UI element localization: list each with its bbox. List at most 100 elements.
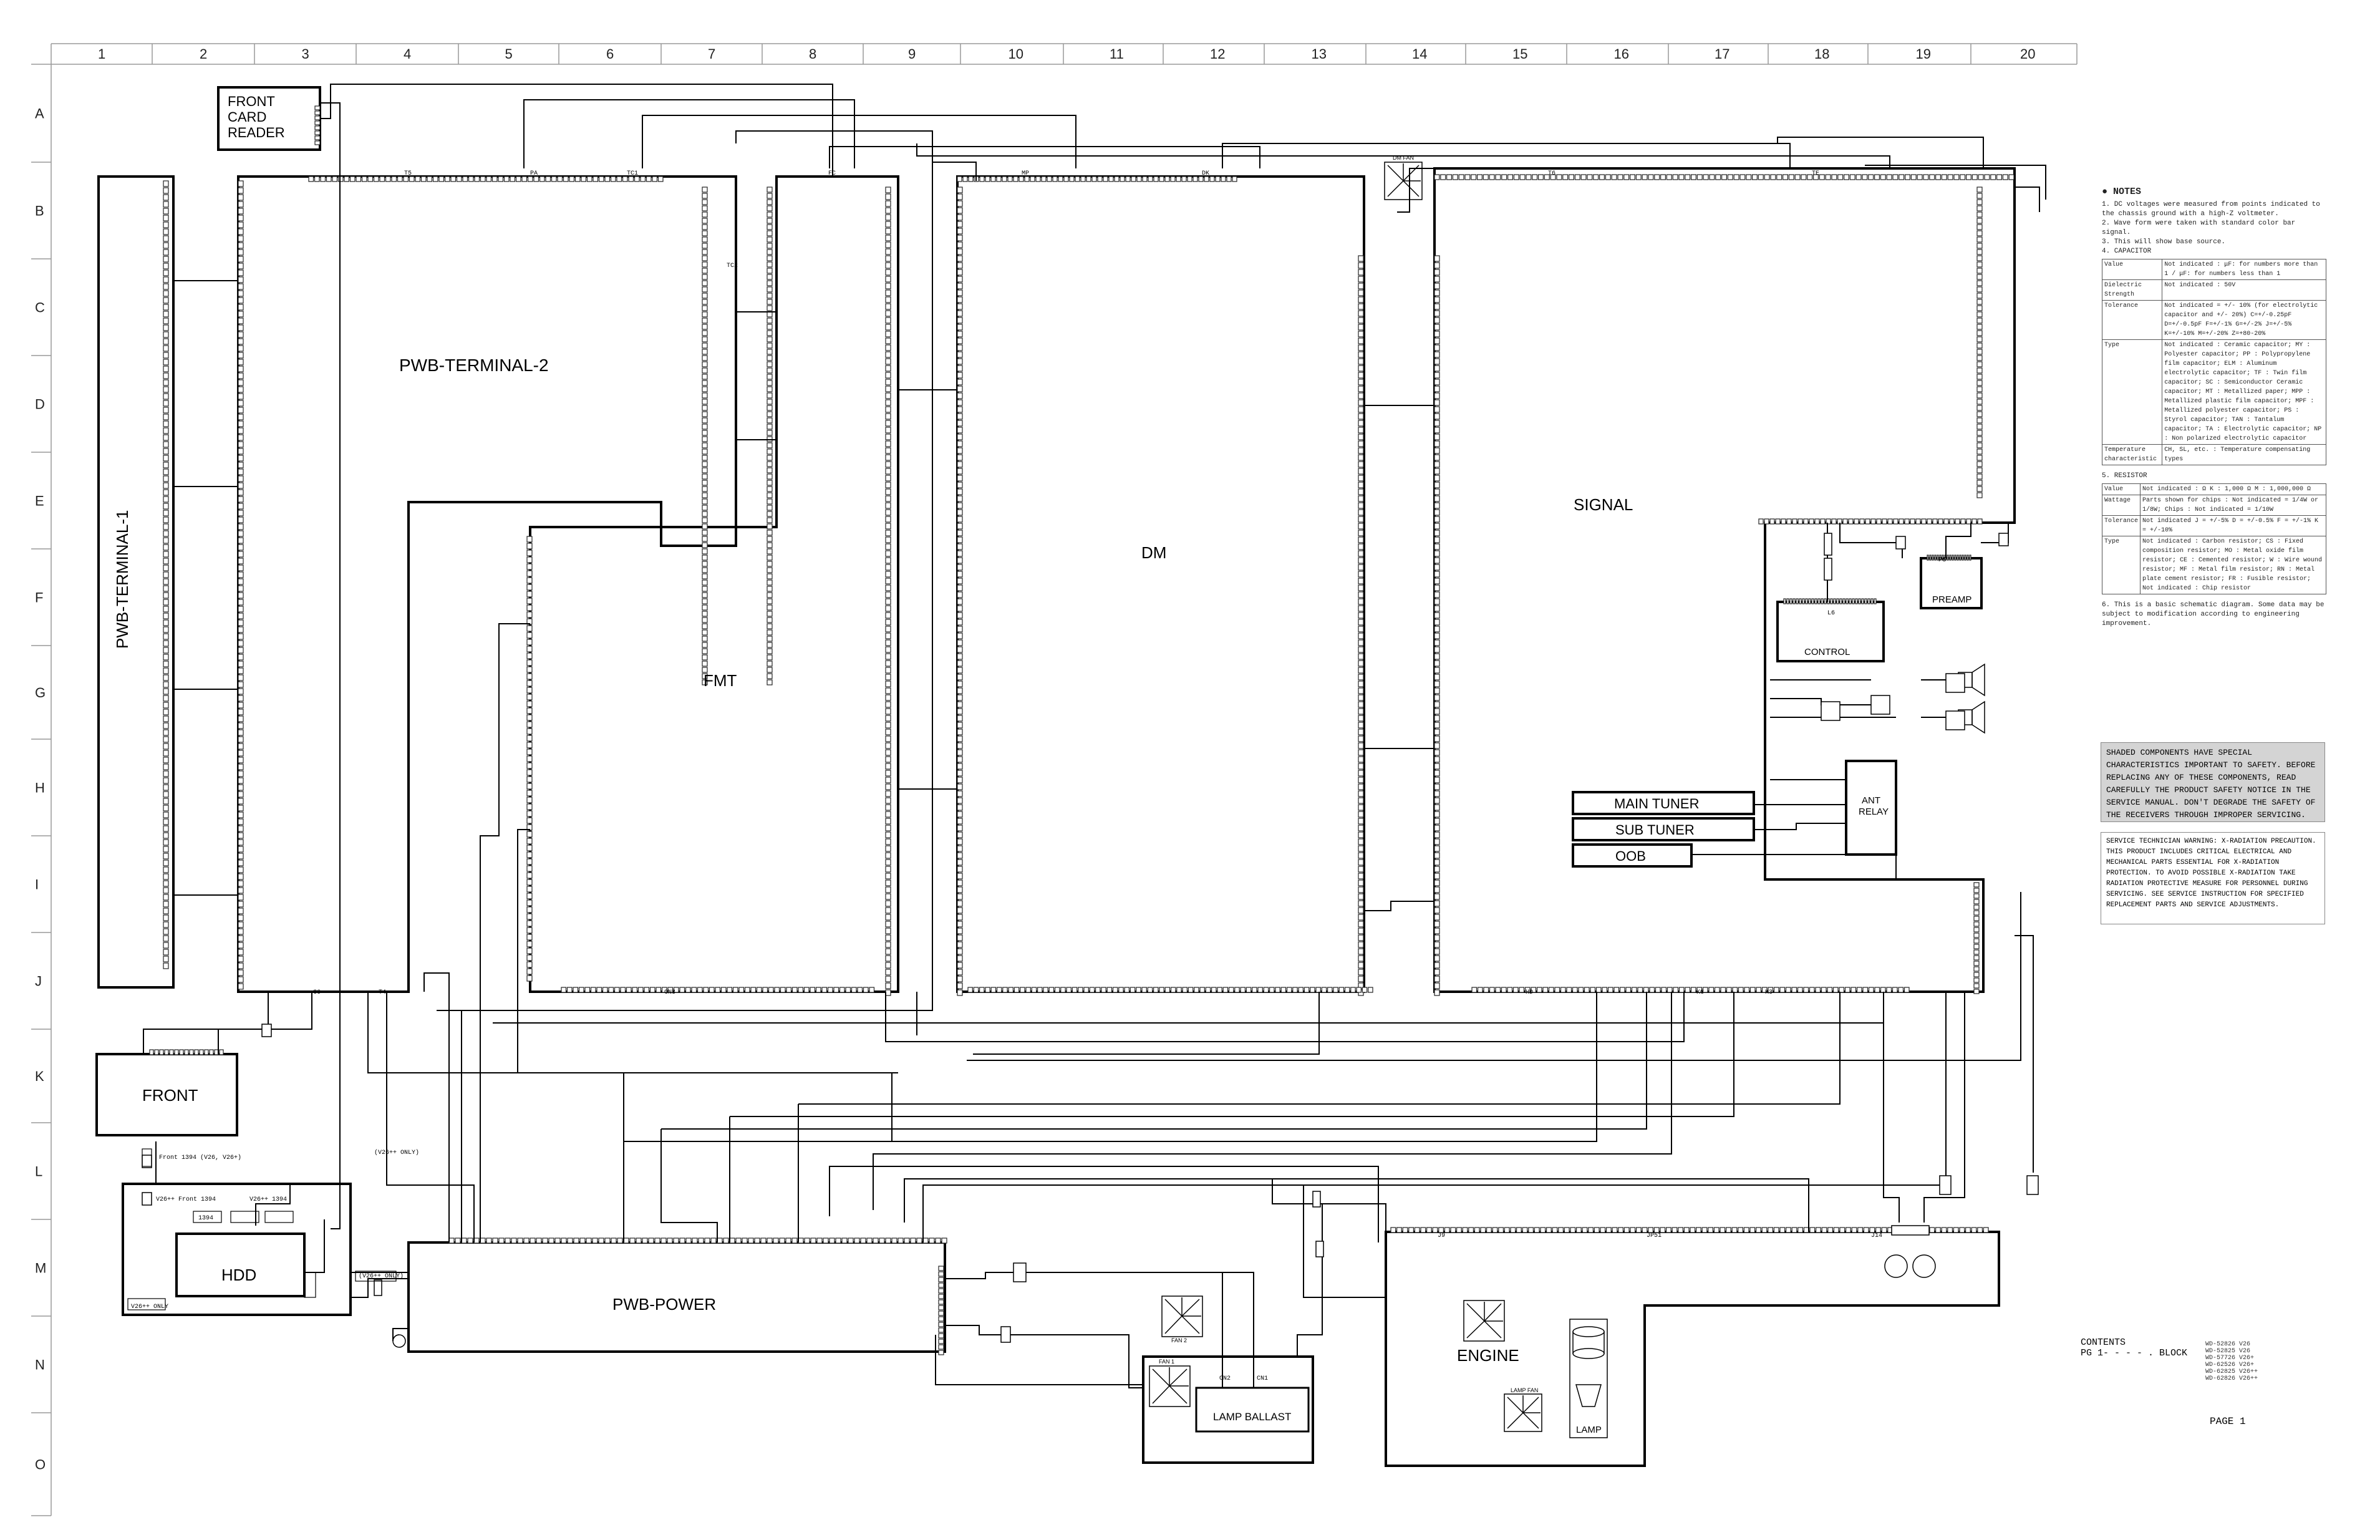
model-entry: WD-52825 V26 — [2205, 1348, 2251, 1355]
connector-pin — [498, 1237, 505, 1244]
connector-pin — [1937, 554, 1939, 561]
connector-pin — [1783, 598, 1786, 604]
connector-pin — [238, 654, 244, 661]
connector-pin — [885, 331, 891, 337]
hdd-front-1394-label: Front 1394 (V26, V26+) — [159, 1154, 241, 1161]
connector-pin — [702, 542, 708, 548]
connector-pin — [1434, 584, 1440, 591]
connector-pin — [620, 987, 626, 993]
grid-row-label: N — [35, 1357, 45, 1373]
connector-pin — [561, 1237, 567, 1244]
connector-pin — [163, 853, 169, 860]
connector-pin — [1358, 632, 1364, 639]
connector-pin — [1358, 969, 1364, 976]
connector-pin — [1612, 1227, 1618, 1233]
connector-pin — [1358, 694, 1364, 701]
connector-pin — [1434, 351, 1440, 358]
conn-tc1: TC1 — [627, 170, 638, 177]
connector-pin — [1124, 987, 1130, 993]
connector-pin — [1797, 987, 1803, 993]
connector-pin — [885, 989, 891, 996]
capacitor-cell: Not indicated : Ceramic capacitor; MY : … — [2162, 339, 2326, 445]
connector-pin — [209, 1049, 214, 1055]
connector-pin — [657, 176, 664, 182]
connector-pin — [957, 427, 963, 433]
connector-pin — [163, 475, 169, 482]
connector-pin — [767, 186, 773, 193]
connector-pin — [1816, 1227, 1821, 1233]
connector-pin — [702, 317, 708, 324]
connector-pin — [590, 987, 596, 993]
connector-pin — [673, 987, 679, 993]
connector-pin — [1358, 886, 1364, 893]
connector-pin — [163, 311, 169, 317]
connector-pin — [804, 1237, 810, 1244]
connector-pin — [238, 887, 244, 894]
connector-pin — [238, 914, 244, 921]
connector-pin — [163, 304, 169, 311]
connector-pin — [938, 1282, 944, 1288]
connector-pin — [163, 743, 169, 750]
connector-pin — [238, 832, 244, 839]
connector-pin — [767, 224, 773, 230]
grid-col-label: 4 — [404, 46, 411, 62]
connector-pin — [767, 505, 773, 511]
connector-pin — [1108, 176, 1114, 182]
connector-pin — [238, 894, 244, 901]
connector-pin — [1434, 440, 1440, 447]
connector-pin — [238, 338, 244, 345]
connector-pin — [767, 592, 773, 598]
grid-frame — [31, 43, 2077, 1516]
connector-pin — [1434, 770, 1440, 777]
connector-pin — [702, 417, 708, 424]
connector-pin — [526, 899, 533, 906]
connector-pin — [163, 935, 169, 942]
connector-pin — [1358, 866, 1364, 873]
connector-pin — [1434, 831, 1440, 838]
connector-pin — [1623, 174, 1630, 180]
connector-pin — [1136, 987, 1141, 993]
connector-pin — [1904, 987, 1910, 993]
connector-pin — [702, 324, 708, 330]
connector-pin — [1761, 987, 1768, 993]
connector-pin — [885, 907, 891, 914]
connector-pin — [1976, 268, 1983, 274]
connector-pin — [957, 976, 963, 982]
connector-pin — [885, 722, 891, 729]
connector-pin — [885, 756, 891, 763]
connector-pin — [526, 742, 533, 748]
connector-pin — [885, 893, 891, 900]
connector-pin — [697, 987, 703, 993]
hdd-only-a-label: (V26++ ONLY) — [374, 1149, 419, 1156]
connector-pin — [1566, 987, 1572, 993]
connector-pin — [163, 715, 169, 722]
connector-pin — [526, 543, 533, 550]
grid-col-label: 5 — [505, 46, 513, 62]
connector-pin — [238, 530, 244, 537]
connector-pin — [1618, 1227, 1624, 1233]
connector-pin — [767, 442, 773, 448]
connector-pin — [163, 331, 169, 338]
connector-pin — [957, 241, 963, 248]
connector-pin — [1868, 174, 1874, 180]
connector-pin — [767, 236, 773, 243]
connector-pin — [1831, 174, 1837, 180]
connector-pin — [1358, 626, 1364, 632]
connector-pin — [163, 825, 169, 832]
connector-pin — [1673, 987, 1679, 993]
connector-pin — [1358, 550, 1364, 557]
connector-pin — [1973, 977, 1980, 983]
connector-pin — [938, 1322, 944, 1327]
connector-pin — [238, 427, 244, 434]
connector-pin — [1606, 1227, 1612, 1233]
connector-pin — [791, 1237, 798, 1244]
connector-pin — [163, 537, 169, 544]
note-2: 2. Wave form were taken with standard co… — [2102, 220, 2296, 236]
connector-pin — [702, 617, 708, 623]
connector-pin — [1874, 987, 1880, 993]
connector-pin — [885, 228, 891, 235]
connector-pin — [1358, 303, 1364, 310]
connector-pin — [238, 194, 244, 201]
grid-col-label: 9 — [908, 46, 916, 62]
connector-pin — [526, 550, 533, 556]
